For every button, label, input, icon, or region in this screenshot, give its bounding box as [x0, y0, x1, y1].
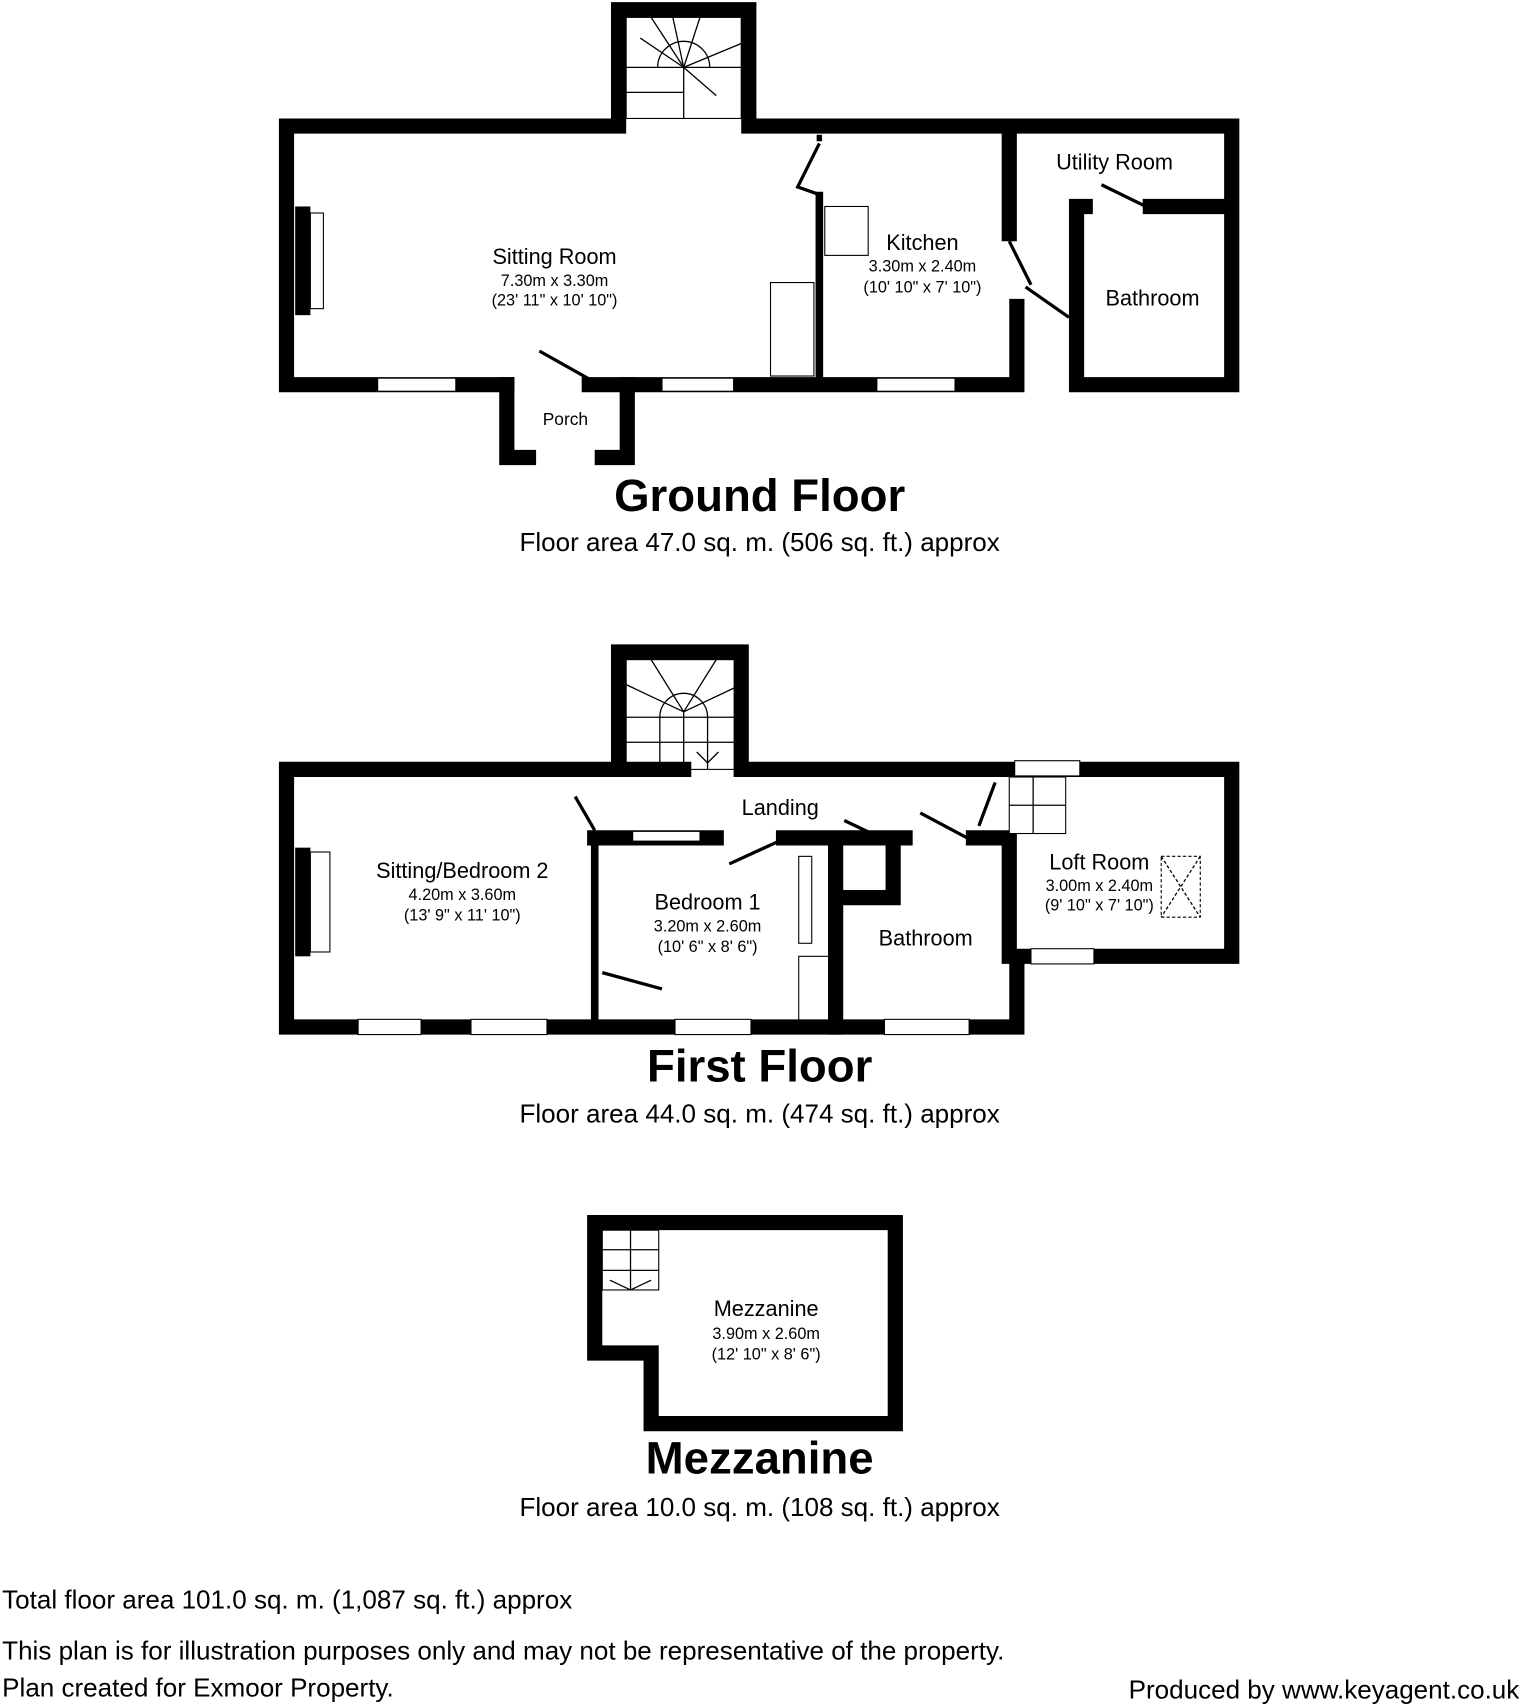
- room-dimensions-metric: 3.00m x 2.40m: [1046, 877, 1154, 895]
- room-name: Mezzanine: [714, 1296, 819, 1321]
- floor-title: First Floor: [647, 1040, 873, 1091]
- room-dimensions-metric: 3.20m x 2.60m: [654, 917, 762, 935]
- door: [1100, 183, 1152, 211]
- disclaimer: This plan is for illustration purposes o…: [2, 1635, 1004, 1665]
- room-dimensions-metric: 3.30m x 2.40m: [869, 258, 977, 276]
- created-for: Plan created for Exmoor Property.: [2, 1672, 394, 1702]
- door: [1024, 285, 1070, 319]
- floor-area: Floor area 47.0 sq. m. (506 sq. ft.) app…: [519, 527, 999, 557]
- room-dimensions-metric: 7.30m x 3.30m: [501, 272, 609, 290]
- floor-title: Ground Floor: [614, 470, 905, 521]
- room-name: Sitting/Bedroom 2: [376, 858, 548, 883]
- room-name: Bathroom: [1105, 285, 1199, 310]
- room-dimensions-imperial: (10' 10" x 7' 10"): [863, 278, 981, 296]
- room-name: Kitchen: [886, 230, 958, 255]
- window: [1030, 948, 1095, 965]
- room-name: Bathroom: [879, 925, 973, 950]
- room-dimensions-metric: 4.20m x 3.60m: [409, 886, 517, 904]
- door: [795, 142, 821, 195]
- room-name: Utility Room: [1056, 150, 1173, 175]
- room-dimensions-imperial: (9' 10" x 7' 10"): [1045, 897, 1154, 915]
- window: [377, 377, 457, 392]
- window: [674, 1018, 752, 1036]
- window: [632, 830, 701, 842]
- door: [573, 795, 597, 832]
- room-name: Sitting Room: [492, 244, 616, 269]
- total-floor-area: Total floor area 101.0 sq. m. (1,087 sq.…: [2, 1584, 572, 1614]
- room-name: Landing: [742, 795, 819, 820]
- footer: Total floor area 101.0 sq. m. (1,087 sq.…: [2, 1584, 1520, 1704]
- room-dimensions-imperial: (13' 9" x 11' 10"): [404, 906, 521, 924]
- door: [601, 971, 663, 991]
- room-dimensions-imperial: (10' 6" x 8' 6"): [658, 938, 758, 956]
- window: [876, 377, 956, 392]
- room-dimensions-imperial: (23' 11" x 10' 10"): [492, 291, 618, 309]
- floor-area: Floor area 10.0 sq. m. (108 sq. ft.) app…: [519, 1492, 999, 1522]
- room-name: Porch: [543, 409, 588, 429]
- floor-title: Mezzanine: [646, 1433, 874, 1484]
- door: [1007, 240, 1033, 286]
- first-stairs: [625, 659, 742, 770]
- room-dimensions-imperial: (12' 10" x 8' 6"): [712, 1345, 821, 1363]
- floor-area: Floor area 44.0 sq. m. (474 sq. ft.) app…: [519, 1099, 999, 1129]
- door: [977, 781, 997, 827]
- mezzanine-stairs: [601, 1229, 660, 1291]
- door: [843, 819, 891, 844]
- loft-stairs: [1008, 776, 1067, 835]
- first-floor-plan: Sitting/Bedroom 2 4.20m x 3.60m (13' 9" …: [278, 644, 1240, 1129]
- window: [661, 377, 735, 392]
- ground-stairs: [615, 16, 742, 119]
- window: [357, 1018, 422, 1036]
- room-name: Bedroom 1: [655, 890, 761, 915]
- door: [538, 349, 593, 382]
- ground-floor-plan: Sitting Room 7.30m x 3.30m (23' 11" x 10…: [278, 2, 1240, 557]
- door: [728, 838, 783, 866]
- window: [470, 1018, 548, 1036]
- room-name: Loft Room: [1049, 849, 1149, 874]
- produced-by: Produced by www.keyagent.co.uk: [1129, 1675, 1521, 1704]
- door: [919, 811, 970, 841]
- window: [883, 1018, 970, 1036]
- room-dimensions-metric: 3.90m x 2.60m: [712, 1325, 820, 1343]
- mezzanine-plan: Mezzanine 3.90m x 2.60m (12' 10" x 8' 6"…: [519, 1214, 1000, 1522]
- window: [1014, 760, 1081, 777]
